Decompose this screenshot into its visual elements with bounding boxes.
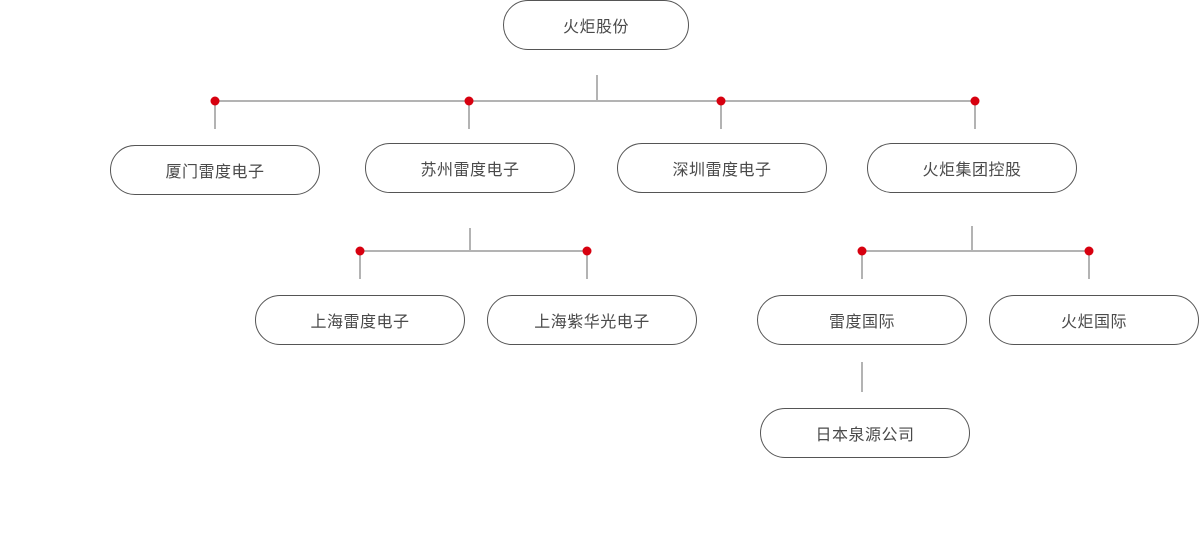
junction-dot	[464, 96, 474, 106]
junction-dot	[210, 96, 220, 106]
node-shenzhen-leidu: 深圳雷度电子	[617, 143, 827, 193]
node-leidu-intl: 雷度国际	[757, 295, 967, 345]
node-suzhou-leidu: 苏州雷度电子	[365, 143, 575, 193]
node-shanghai-zihua: 上海紫华光电子	[487, 295, 697, 345]
junction-dot	[1084, 246, 1094, 256]
node-xiamen-leidu: 厦门雷度电子	[110, 145, 320, 195]
node-huoju-intl: 火炬国际	[989, 295, 1199, 345]
node-huoju-holding: 火炬集团控股	[867, 143, 1077, 193]
junction-dot	[857, 246, 867, 256]
junction-dot	[582, 246, 592, 256]
junction-dot	[970, 96, 980, 106]
node-japan-quanyuan: 日本泉源公司	[760, 408, 970, 458]
node-root: 火炬股份	[503, 0, 689, 50]
junction-dot	[355, 246, 365, 256]
node-shanghai-leidu: 上海雷度电子	[255, 295, 465, 345]
junction-dot	[716, 96, 726, 106]
